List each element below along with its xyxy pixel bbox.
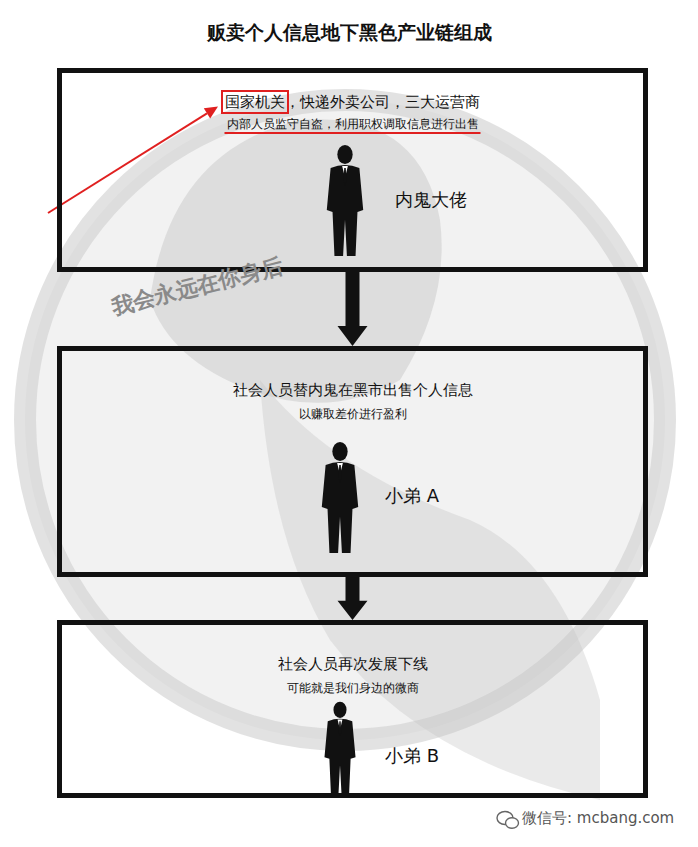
- wechat-icon: [497, 812, 519, 829]
- person-silhouette: [327, 145, 363, 256]
- diagram-title: 贩卖个人信息地下黑色产业链组成: [0, 20, 698, 46]
- box-subtext: 可能就是我们身边的微商: [62, 681, 643, 695]
- box-heading: 社会人员替内鬼在黑市出售个人信息: [62, 381, 643, 400]
- box-subtext: 内部人员监守自盗，利用职权调取信息进行出售: [62, 117, 643, 131]
- role-label: 小弟 B: [385, 745, 439, 768]
- flow-arrow: [338, 577, 368, 620]
- role-label: 小弟 A: [385, 485, 439, 508]
- highlight-underline: [225, 132, 481, 134]
- pointer-arrowhead: [204, 106, 218, 118]
- pointer-arrow: [48, 113, 207, 213]
- flow-arrow: [338, 272, 368, 346]
- person-silhouette: [324, 702, 355, 797]
- box-subtext: 以赚取差价进行盈利: [62, 407, 643, 421]
- role-label: 内鬼大佬: [395, 189, 467, 212]
- process-box: 社会人员替内鬼在黑市出售个人信息以赚取差价进行盈利小弟 A: [57, 346, 648, 577]
- watermark-circle: [25, 100, 665, 800]
- source-credit: 微信号: mcbang.com: [522, 809, 674, 828]
- process-box: 国家机关，快递外卖公司，三大运营商内部人员监守自盗，利用职权调取信息进行出售内鬼…: [57, 68, 648, 272]
- person-silhouette: [322, 442, 358, 553]
- box-heading: 社会人员再次发展下线: [62, 655, 643, 674]
- box-heading: 国家机关，快递外卖公司，三大运营商: [62, 93, 643, 112]
- process-box: 社会人员再次发展下线可能就是我们身边的微商小弟 B: [57, 620, 648, 798]
